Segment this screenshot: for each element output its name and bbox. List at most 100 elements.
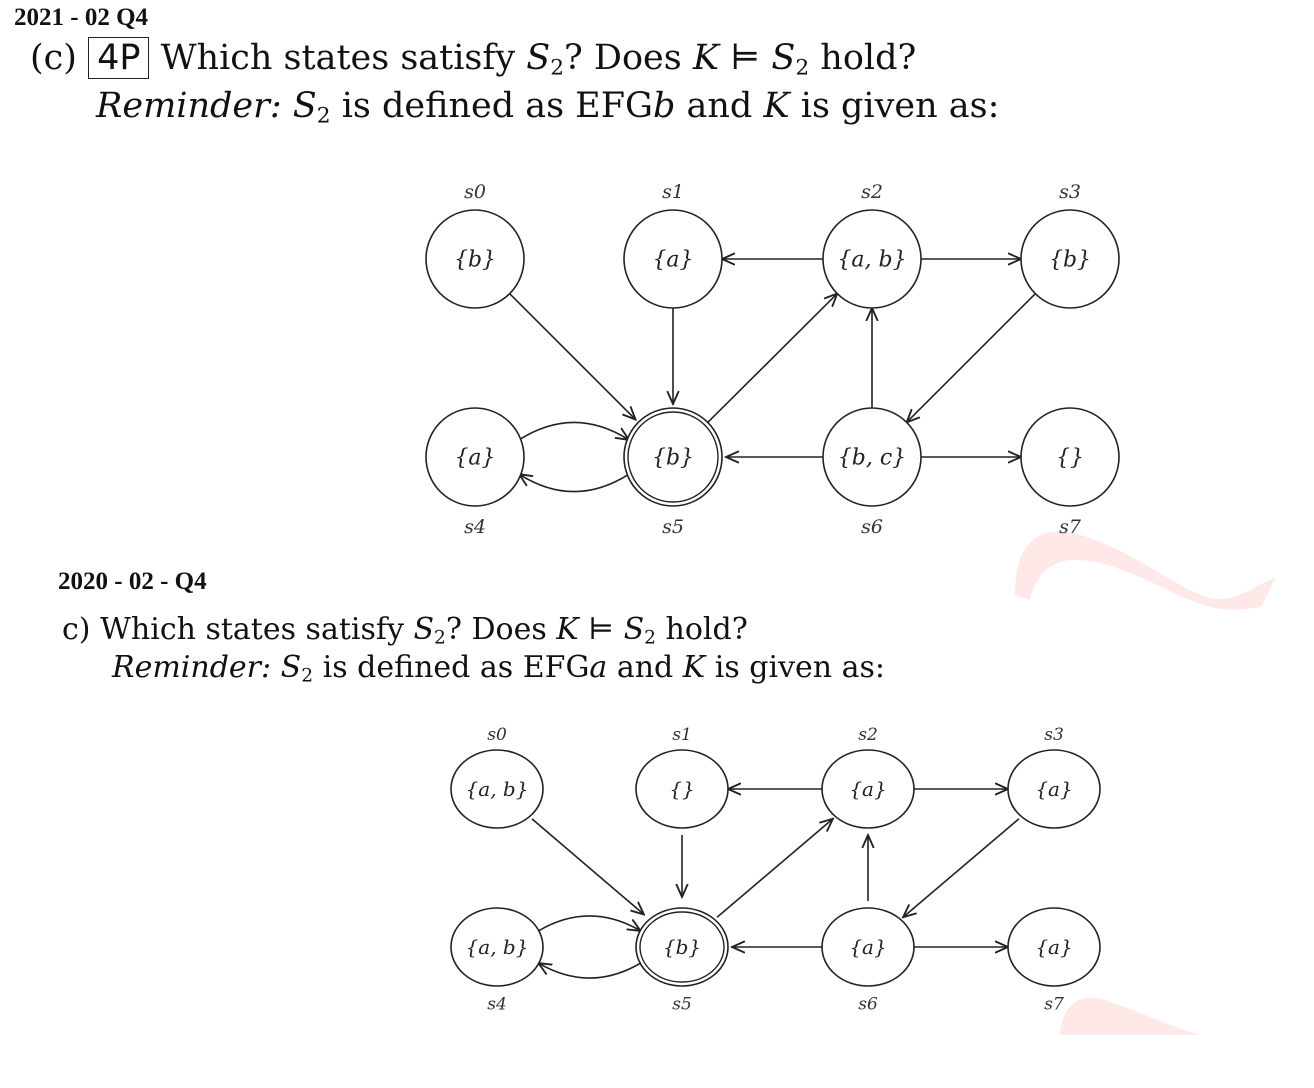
q2-text2: ? Does xyxy=(445,612,557,647)
state-s2-label: {a} xyxy=(849,777,886,801)
state-s7-label: {} xyxy=(1056,446,1084,471)
r2-s: S xyxy=(280,650,302,685)
state-s7: {} s7 xyxy=(1020,407,1120,538)
state-s5-circle xyxy=(635,907,729,987)
state-s2: {a, b} s2 xyxy=(822,181,922,309)
state-s0-circle xyxy=(425,209,525,309)
state-s6: {a} s6 xyxy=(821,907,915,1015)
state-s0-label: {a, b} xyxy=(466,777,529,801)
state-s6-name: s6 xyxy=(861,516,883,538)
state-s3-name: s3 xyxy=(1059,181,1081,203)
section1-header: 2021 - 02 Q4 xyxy=(14,4,149,31)
state-s6-label: {b, c} xyxy=(838,446,906,471)
state-s3: {a} s3 xyxy=(1007,725,1101,829)
state-s5: {b}s5 xyxy=(623,407,723,538)
state-s2-name: s2 xyxy=(861,181,883,203)
state-s3: {b} s3 xyxy=(1020,181,1120,309)
state-s4-name: s4 xyxy=(487,995,507,1015)
edge-s5-s2 xyxy=(716,819,833,918)
r2-text1: is defined as EFG xyxy=(313,650,590,685)
state-s6-circle xyxy=(821,907,915,987)
edge-s0-s5 xyxy=(531,818,644,915)
q2-s: S xyxy=(413,612,435,647)
state-s6-label: {a} xyxy=(849,935,886,959)
state-s7-circle xyxy=(1020,407,1120,507)
state-s4: {a, b} s4 xyxy=(450,907,544,1015)
section1-reminder: Reminder: S2 is defined as EFGb and K is… xyxy=(96,86,999,128)
state-s5: {b} s5 xyxy=(635,907,729,1015)
q2-sub2: 2 xyxy=(644,627,656,649)
state-s7-circle xyxy=(1007,907,1101,987)
points-box: 4P xyxy=(88,37,150,79)
state-s6: {b, c} s6 xyxy=(822,407,922,538)
state-s0-label: {b} xyxy=(454,248,496,273)
q1-s: S xyxy=(526,38,551,78)
q2-s2: S xyxy=(623,612,645,647)
r1-text3: is given as: xyxy=(789,86,1000,126)
edge-s4-s5 xyxy=(518,421,629,439)
state-s5-inner-circle xyxy=(627,411,719,503)
state-s4-circle xyxy=(425,407,525,507)
section2-reminder: Reminder: S2 is defined as EFGa and K is… xyxy=(112,650,885,687)
state-s5-inner-circle xyxy=(639,911,725,983)
state-s3-label: {b} xyxy=(1049,248,1091,273)
state-s2-name: s2 xyxy=(858,725,878,745)
r1-s: S xyxy=(292,86,317,126)
state-s1: {}s1 xyxy=(635,725,729,829)
q1-text3: hold? xyxy=(809,38,917,78)
q2-models: ⊨ xyxy=(578,612,624,647)
state-s4-label: {a} xyxy=(454,446,495,471)
state-s4-circle xyxy=(450,907,544,987)
state-s3-name: s3 xyxy=(1044,725,1064,745)
q2-text3: hold? xyxy=(656,612,748,647)
r1-text2: and xyxy=(675,86,764,126)
state-s2-label: {a, b} xyxy=(837,248,906,273)
state-s1-name: s1 xyxy=(662,181,684,203)
state-s5-circle xyxy=(623,407,723,507)
state-s6-name: s6 xyxy=(858,995,878,1015)
state-s0-name: s0 xyxy=(487,725,507,745)
q1-text: Which states satisfy xyxy=(160,38,527,78)
state-s6-circle xyxy=(822,407,922,507)
q1-sub: 2 xyxy=(550,55,565,81)
state-s0-name: s0 xyxy=(464,181,486,203)
r2-label: Reminder: xyxy=(112,650,272,685)
state-s3-label: {a} xyxy=(1035,777,1072,801)
q1-sub2: 2 xyxy=(795,55,810,81)
edge-s0-s5 xyxy=(509,293,636,420)
r1-k: K xyxy=(763,86,790,126)
state-s4-label: {a, b} xyxy=(466,935,529,959)
q2-k: K xyxy=(556,612,579,647)
r1-label: Reminder: xyxy=(96,86,282,126)
state-s7: {a} s7 xyxy=(1007,907,1101,1015)
state-s7-label: {a} xyxy=(1035,935,1072,959)
section1-question: (c) 4P Which states satisfy S2? Does K ⊨… xyxy=(30,37,917,81)
r1-text1: is defined as EFG xyxy=(330,86,653,126)
edge-s5-s2 xyxy=(707,294,838,424)
r1-var: b xyxy=(652,86,676,126)
state-s4: {a}s4 xyxy=(425,407,525,538)
q2-text: Which states satisfy xyxy=(100,612,414,647)
edge-s5-s4 xyxy=(538,963,642,979)
state-s7-name: s7 xyxy=(1059,516,1082,538)
watermark-stroke-2 xyxy=(1060,997,1200,1035)
state-s1-label: {a} xyxy=(652,248,693,273)
state-s1-name: s1 xyxy=(672,725,692,745)
state-s5-name: s5 xyxy=(672,995,692,1015)
edge-s3-s6 xyxy=(903,818,1020,917)
section2-question: c) Which states satisfy S2? Does K ⊨ S2 … xyxy=(62,612,748,649)
state-s0-circle xyxy=(450,749,544,829)
r2-k: K xyxy=(682,650,706,685)
q1-text2: ? Does xyxy=(564,38,693,78)
state-s3-circle xyxy=(1007,749,1101,829)
state-s1-circle xyxy=(623,209,723,309)
section1-part: (c) xyxy=(30,38,77,78)
state-s2: {a} s2 xyxy=(821,725,915,829)
state-s5-label: {b} xyxy=(663,935,701,959)
state-s5-name: s5 xyxy=(662,516,684,538)
state-s7-name: s7 xyxy=(1044,995,1064,1015)
r2-text2: and xyxy=(607,650,683,685)
